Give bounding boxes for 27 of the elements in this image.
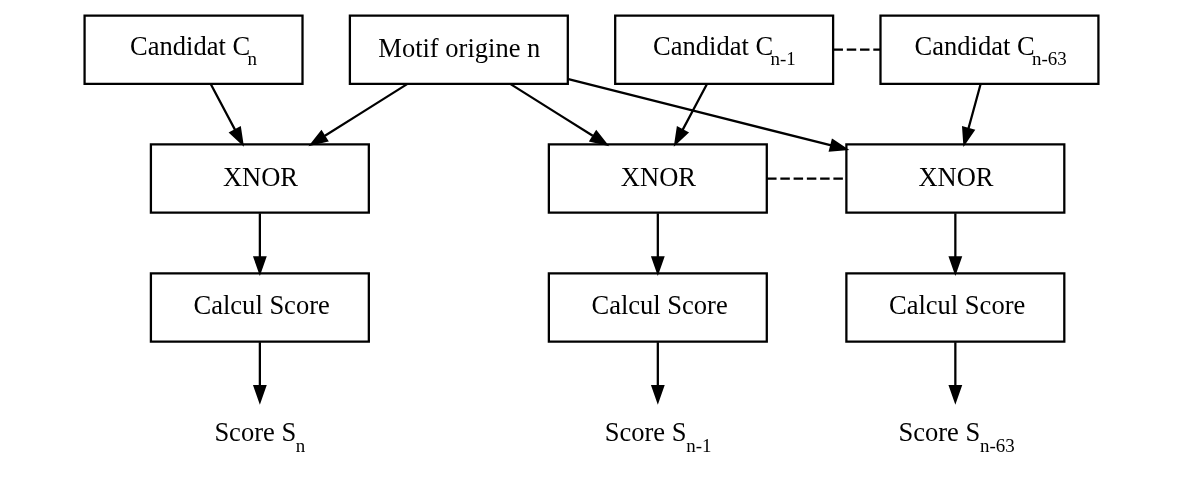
arrow [209,83,244,147]
arrow [947,342,962,405]
connector [766,177,846,180]
arrow [650,342,665,405]
arrow [252,342,267,405]
arrow [307,83,408,147]
node-box: Calcul Score [844,272,1065,343]
arrow [252,213,267,276]
arrow [509,83,609,147]
arrow [650,213,665,276]
node-box: Candidat C$_{n-63}$ [878,14,1100,85]
connector [833,48,880,51]
node-text: Score S$_{n-63}$ [897,417,1015,456]
arrow [673,83,708,147]
node-box: Calcul Score [547,272,768,343]
arrow [961,84,982,147]
node-box: XNOR [547,143,768,214]
node-box: Candidat C$_{n}$ [82,14,304,85]
node-box: XNOR [844,143,1065,214]
node-text: Score S$_{n}$ [213,417,305,456]
node-box: XNOR [149,143,370,214]
node-box: Calcul Score [149,272,370,343]
arrow [567,78,849,152]
node-text: Score S$_{n-1}$ [604,417,711,456]
arrow [947,213,962,276]
node-box: Motif origine n [348,14,569,85]
node-box: Candidat C$_{n-1}$ [613,14,834,85]
